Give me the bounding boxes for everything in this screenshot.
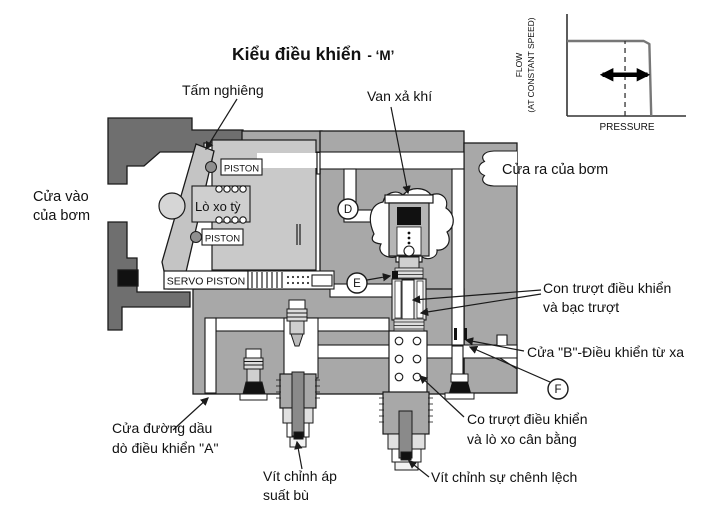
label-inlet-2: của bơm bbox=[33, 208, 90, 224]
drain-plug-cap bbox=[245, 348, 262, 359]
channel-bolt-stem bbox=[451, 345, 464, 379]
leader-swash-plate bbox=[205, 98, 238, 151]
chart-flow-curve bbox=[567, 39, 653, 117]
spool-connector bbox=[398, 256, 420, 269]
spool-spring-holes bbox=[394, 336, 422, 382]
label-spool-1: Con trượt điều khiển bbox=[543, 280, 671, 296]
drain-plug-rings bbox=[243, 357, 264, 370]
label-piston-lower: PISTON bbox=[205, 234, 240, 245]
air-bleed-ball bbox=[403, 245, 415, 257]
label-servo-piston: SERVO PISTON bbox=[167, 276, 245, 288]
diff-screw-tip bbox=[400, 451, 412, 461]
spool-thread-upper bbox=[394, 267, 424, 280]
marker-f-circle bbox=[547, 378, 569, 400]
marker-e-circle bbox=[346, 272, 368, 294]
label-outlet: Cửa ra của bơm bbox=[502, 162, 608, 178]
drain-plug-base bbox=[239, 393, 268, 401]
leader-spool-1 bbox=[411, 289, 542, 304]
piston-shoe-lower bbox=[190, 231, 202, 243]
plug-bolt-collar bbox=[450, 373, 469, 383]
chart-plot bbox=[567, 39, 653, 117]
piston-upper-box bbox=[220, 158, 263, 176]
leader-diff-screw bbox=[408, 460, 430, 478]
label-spool-2: và bạc trượt bbox=[543, 299, 619, 315]
e-port-plug bbox=[392, 271, 398, 280]
chart-ylabel-2: (AT CONSTANT SPEED) bbox=[526, 17, 536, 112]
air-bleed-dots bbox=[407, 231, 411, 245]
label-swash-plate: Tấm nghiêng bbox=[182, 82, 264, 98]
leader-spool-2 bbox=[419, 293, 542, 317]
label-inlet-1: Cửa vào bbox=[33, 189, 89, 205]
label-thrust-spring: Lò xo tỳ bbox=[195, 199, 241, 214]
chart-xlabel: PRESSURE bbox=[599, 122, 654, 133]
outlet-port-tab bbox=[478, 150, 517, 187]
marker-f-label: F bbox=[554, 384, 561, 396]
casing-seal bbox=[117, 269, 139, 287]
swash-plate-pivot bbox=[158, 192, 186, 220]
label-air-bleed: Van xả khí bbox=[367, 88, 432, 104]
bore-separator-ticks bbox=[296, 153, 321, 245]
label-port-b: Cửa "B"-Điều khiển từ xa bbox=[527, 344, 684, 360]
chart-ylabel-1: FLOW bbox=[514, 53, 524, 78]
label-diff-screw: Vít chỉnh sự chênh lệch bbox=[431, 469, 577, 485]
flow-pressure-chart: FLOW (AT CONSTANT SPEED) PRESSURE bbox=[514, 14, 686, 133]
servo-spring-dots bbox=[286, 275, 310, 285]
leader-port-b bbox=[464, 337, 525, 352]
diff-screw-shaft bbox=[398, 410, 413, 459]
drain-plug-seal bbox=[242, 381, 266, 395]
label-balance-1: Co trượt điều khiển bbox=[467, 411, 588, 427]
label-piston-upper: PISTON bbox=[224, 164, 259, 175]
page-title: Kiểu điều khiển- ‘M’ bbox=[232, 44, 394, 64]
spool-sleeve-gap-left bbox=[394, 280, 402, 319]
spool-rod bbox=[401, 279, 415, 320]
marker-d-label: D bbox=[344, 204, 352, 216]
label-comp-screw-2: suất bù bbox=[263, 487, 309, 503]
plug-bolt-seal bbox=[449, 382, 471, 393]
label-drain-a-1: Cửa đường dầu bbox=[112, 420, 212, 436]
piston-shoe-upper bbox=[205, 161, 217, 173]
leader-drain-a bbox=[172, 397, 209, 431]
servo-rod bbox=[311, 274, 333, 287]
label-balance-2: và lò xo cân bằng bbox=[467, 431, 577, 447]
leader-air-bleed bbox=[390, 106, 411, 195]
comp-valve-rings bbox=[286, 308, 308, 322]
channel-right-vertical bbox=[451, 168, 465, 347]
label-drain-a-2: dò điều khiển "A" bbox=[112, 440, 218, 456]
comp-valve-cone bbox=[290, 333, 304, 347]
diff-screw-threads bbox=[379, 397, 433, 423]
marker-d-circle bbox=[337, 198, 359, 220]
piston-lower-box bbox=[201, 228, 244, 246]
comp-screw-tip bbox=[293, 431, 304, 440]
port-b-mark-right bbox=[464, 328, 467, 340]
comp-screw-threads bbox=[276, 379, 320, 399]
pump-casing-lower bbox=[107, 221, 191, 331]
comp-screw-shaft bbox=[291, 371, 305, 437]
spool-thread-lower bbox=[393, 318, 425, 332]
leader-balance-spring bbox=[419, 375, 465, 418]
leader-marker-f bbox=[468, 346, 551, 383]
servo-spring-hatch bbox=[251, 272, 283, 288]
label-comp-screw-1: Vít chỉnh áp bbox=[263, 468, 337, 484]
channel-a-vertical bbox=[204, 317, 217, 394]
spring-coils bbox=[215, 185, 247, 224]
comp-valve-cap bbox=[288, 299, 306, 310]
air-bleed-piston bbox=[397, 207, 421, 225]
leader-comp-screw bbox=[294, 440, 303, 470]
comp-valve-body bbox=[289, 320, 305, 335]
plug-bolt-base bbox=[444, 392, 475, 400]
air-bleed-cap bbox=[384, 194, 434, 204]
diff-screw-base bbox=[394, 461, 419, 471]
outlet-channel-overlap bbox=[257, 153, 463, 168]
marker-e-label: E bbox=[353, 278, 361, 290]
port-b-mark-left bbox=[454, 328, 457, 340]
notch-above-port-b bbox=[496, 334, 508, 345]
leader-marker-e bbox=[366, 273, 392, 282]
drain-plug-body bbox=[246, 368, 261, 383]
